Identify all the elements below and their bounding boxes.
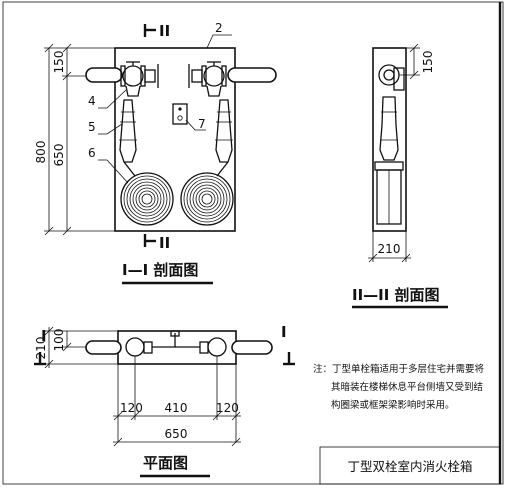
section-1-1-title: I—I 剖面图 <box>122 261 198 279</box>
plan-dim-tick-a <box>44 326 54 336</box>
hose-coil-ring <box>195 187 219 211</box>
plan-title: 平面图 <box>143 454 188 472</box>
side-dim-tick-c <box>368 253 378 263</box>
hose-coil-ring <box>192 184 222 214</box>
dim-top-offset: 150 <box>52 51 66 74</box>
plan-dim-tick-f <box>212 411 222 421</box>
alarm-button-dot <box>178 107 182 111</box>
title-block-text: 丁型双栓室内消火栓箱 <box>347 459 472 474</box>
plan-dim-left: 120 <box>120 401 143 415</box>
hose-coil-ring <box>135 187 159 211</box>
plan-dim-tick-b <box>44 359 54 369</box>
left-valve-flange <box>120 65 126 87</box>
plan-cut-right-label: I <box>281 323 287 341</box>
hose-coil-ring <box>123 175 171 223</box>
callout-7-leader <box>185 119 206 131</box>
right-hose-lead <box>216 161 229 177</box>
plan-dim-mid: 410 <box>165 401 188 415</box>
callout-2: 2 <box>215 21 223 35</box>
hose-coil-ring <box>201 193 213 205</box>
plan-left-pipe <box>85 340 122 355</box>
hose-coil-ring <box>141 193 153 205</box>
left-inlet-pipe <box>85 67 123 83</box>
hose-coil-ring <box>183 175 231 223</box>
right-valve-flange <box>221 65 227 87</box>
plan-right-pipe <box>231 340 273 355</box>
callout-7: 7 <box>198 117 206 131</box>
title-block-box <box>319 446 501 485</box>
side-dim-width: 210 <box>378 242 401 256</box>
callout-4: 4 <box>88 94 96 108</box>
title-block: 丁型双栓室内消火栓箱 <box>319 446 501 485</box>
plan-dim-tick-e <box>130 411 140 421</box>
left-valve-base <box>125 85 141 97</box>
plan-dim-depth-inner: 100 <box>52 329 66 352</box>
note-line-1: 注：丁型单栓箱适用于多层住宅并需要将 <box>313 363 485 375</box>
left-valve-outlet <box>144 69 156 83</box>
plan-cut-left-label: I <box>41 327 47 345</box>
hose-coil-ring <box>132 184 162 214</box>
right-hose-reel <box>180 172 234 226</box>
hose-coil-ring <box>120 172 174 226</box>
dim-total-height: 800 <box>34 141 48 164</box>
plan-dim-tick-h <box>113 437 123 447</box>
dim-tick-a <box>44 43 54 53</box>
callout-2-leader <box>206 34 232 49</box>
alarm-button-box <box>172 103 188 125</box>
right-valve-outlet <box>191 69 203 83</box>
callout-6-leader <box>98 159 129 184</box>
hose-coil-ring <box>189 181 225 217</box>
plan-alarm-button <box>170 330 180 337</box>
callout-6: 6 <box>88 146 96 160</box>
side-dim-tick-b <box>409 70 419 80</box>
plan-dim-right: 120 <box>216 401 239 415</box>
callout-4-leader <box>98 89 127 109</box>
callout-5: 5 <box>88 120 96 134</box>
cut-mark-bottom-label: II <box>159 234 170 252</box>
cut-mark-top-label: II <box>159 22 170 40</box>
plan-dim-tick-c <box>62 342 72 352</box>
side-valve-body <box>393 67 405 91</box>
dim-tick-d <box>62 226 72 236</box>
plan-dim-tick-d <box>113 411 123 421</box>
right-valve-base <box>206 85 222 97</box>
dim-inner-height: 650 <box>52 144 66 167</box>
plan-dim-tick-i <box>231 437 241 447</box>
right-inlet-pipe <box>227 67 277 83</box>
plan-dim-tick-g <box>231 411 241 421</box>
left-hose-lead <box>123 161 136 177</box>
section-2-2-view: 150 210 II—II 剖面图 <box>352 43 448 309</box>
dim-tick-e <box>62 43 72 53</box>
section-1-1-view: 2 4 5 6 7 II II 800 650 150 I—I 剖面图 <box>34 21 277 285</box>
note-line-2: 其暗装在楼梯休息平台侧墙又受到结 <box>331 381 483 393</box>
hose-coil-ring <box>138 190 156 208</box>
drawing-frame <box>2 1 504 485</box>
hose-coil-ring <box>186 178 228 220</box>
side-dim-tick-d <box>401 253 411 263</box>
note-block: 注：丁型单栓箱适用于多层住宅并需要将 其暗装在楼梯休息平台侧墙又受到结 构圈梁或… <box>313 363 485 411</box>
dim-tick-b <box>44 226 54 236</box>
callout-5-leader <box>98 123 123 135</box>
hose-coil-ring <box>198 190 216 208</box>
side-dim-top: 150 <box>421 51 435 74</box>
plan-dim-depth: 210 <box>34 337 48 360</box>
left-nozzle <box>119 99 137 163</box>
side-nozzle <box>379 96 399 161</box>
left-hose-reel <box>120 172 174 226</box>
note-line-3: 构圈梁或框架梁影响时采用。 <box>331 399 455 411</box>
hose-coil-ring <box>180 172 234 226</box>
hose-coil-ring <box>129 181 165 217</box>
hose-coil-ring <box>126 178 168 220</box>
plan-dim-total: 650 <box>165 427 188 441</box>
plan-view: I I 210 100 120 410 120 650 平面图 <box>34 323 295 478</box>
alarm-button-knob <box>177 115 183 121</box>
side-dim-tick-a <box>409 43 419 53</box>
section-2-2-title: II—II 剖面图 <box>352 286 440 304</box>
